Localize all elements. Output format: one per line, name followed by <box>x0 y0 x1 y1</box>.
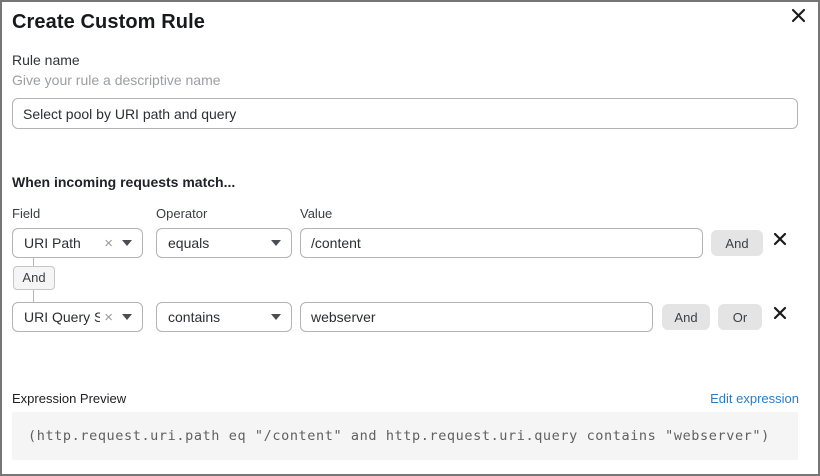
connector-line-top <box>33 258 34 266</box>
operator-select-row2[interactable]: contains <box>156 302 292 332</box>
value-input-row1[interactable] <box>300 228 703 258</box>
delete-x-glyph <box>773 232 787 246</box>
expression-code: (http.request.uri.path eq "/content" and… <box>28 428 770 444</box>
add-and-condition-button-row1[interactable]: And <box>711 230 763 256</box>
rule-name-label: Rule name <box>12 52 80 68</box>
add-and-condition-button-row2[interactable]: And <box>662 304 710 330</box>
close-icon[interactable] <box>787 5 809 27</box>
field-select-row1-value: URI Path <box>24 235 81 251</box>
edit-expression-link[interactable]: Edit expression <box>710 391 799 406</box>
clear-icon[interactable]: × <box>104 308 113 326</box>
operator-select-row1[interactable]: equals <box>156 228 292 258</box>
field-select-row1[interactable]: URI Path × <box>12 228 143 258</box>
chevron-down-icon[interactable] <box>271 314 281 320</box>
field-select-row2[interactable]: URI Query St... × <box>12 302 143 332</box>
chevron-down-icon[interactable] <box>271 240 281 246</box>
dialog-title: Create Custom Rule <box>12 11 205 33</box>
delete-x-glyph <box>773 306 787 320</box>
column-label-field: Field <box>12 206 41 221</box>
clear-icon[interactable]: × <box>104 234 113 252</box>
add-or-condition-button-row2[interactable]: Or <box>718 304 762 330</box>
value-input-row2[interactable] <box>300 302 653 332</box>
column-label-operator: Operator <box>156 206 208 221</box>
field-select-row2-value: URI Query St... <box>24 309 100 325</box>
rule-name-helper: Give your rule a descriptive name <box>12 72 221 88</box>
remove-condition-icon-row2[interactable] <box>771 304 789 322</box>
operator-select-row2-value: contains <box>168 309 221 325</box>
close-x-glyph <box>791 8 805 23</box>
remove-condition-icon-row1[interactable] <box>771 230 789 248</box>
logic-connector-pill: And <box>13 266 55 290</box>
match-section-heading: When incoming requests match... <box>12 174 236 190</box>
expression-code-block: (http.request.uri.path eq "/content" and… <box>12 412 798 460</box>
chevron-down-icon[interactable] <box>122 314 132 320</box>
operator-select-row1-value: equals <box>168 235 210 251</box>
rule-name-input[interactable] <box>12 98 798 129</box>
expression-preview-label: Expression Preview <box>12 391 127 406</box>
chevron-down-icon[interactable] <box>122 240 132 246</box>
column-label-value: Value <box>300 206 333 221</box>
connector-line-bottom <box>33 290 34 302</box>
